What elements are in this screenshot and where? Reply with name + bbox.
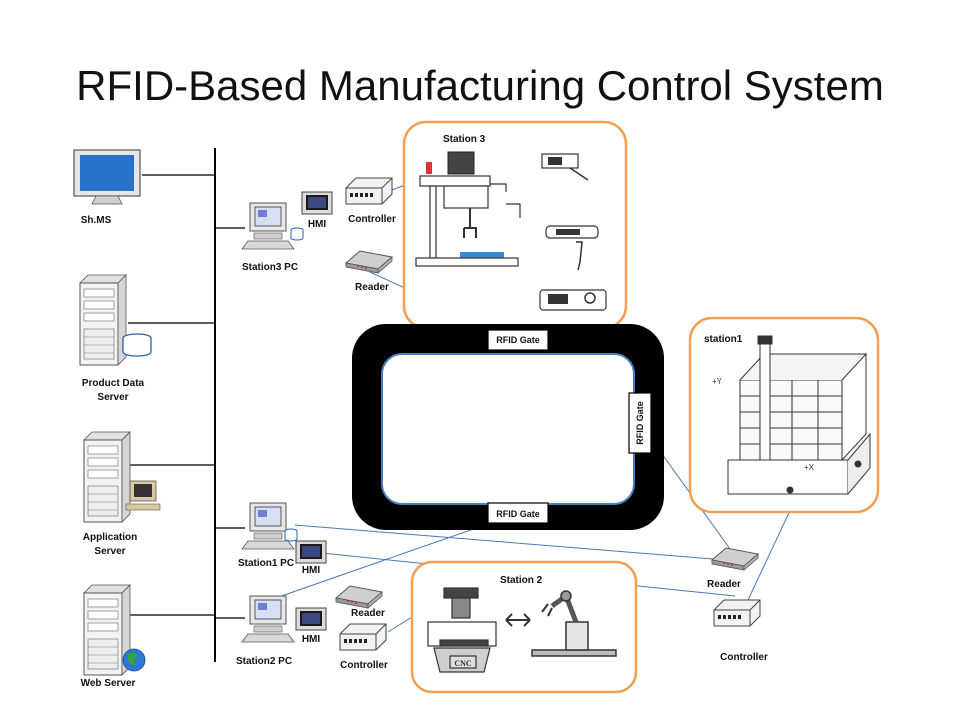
station1-title: station1 [704,334,743,345]
station2-controller-icon [339,623,387,651]
svg-text:RFID Gate: RFID Gate [635,401,645,445]
station3-reader-label: Reader [355,282,389,293]
station3-hmi-label: HMI [308,219,327,230]
shms-monitor [73,149,141,205]
station2-pc-icon [241,595,295,643]
globe-icon [122,648,146,672]
station1-hmi-label: HMI [302,565,321,576]
rfid-gate-right: RFID Gate [628,392,652,454]
station1-pc-icon [241,502,295,550]
station1-hmi-icon [295,540,327,564]
station2-panel: Station 2 CNC [410,560,638,694]
robot-arm-machine [415,151,521,267]
storage-rack: +Y +X [712,335,871,495]
product-data-label-line2: Server [97,392,128,403]
product-data-label-line1: Product Data [82,378,145,389]
svg-text:+Y: +Y [712,377,723,386]
station2-hmi-icon [295,607,327,631]
station3-pc-label: Station3 PC [242,262,298,273]
gauge-tool-icon [541,153,589,181]
web-server-label: Web Server [81,678,136,689]
station1-pc-label: Station1 PC [238,558,294,569]
station3-reader-icon [345,250,393,274]
station1-reader-icon [711,547,759,571]
svg-text:RFID Gate: RFID Gate [496,509,540,519]
station1-reader-label: Reader [707,579,741,590]
station2-title: Station 2 [500,575,543,586]
conveyor-track [352,324,664,530]
slide-title: RFID-Based Manufacturing Control System [76,62,884,109]
shms-label: Sh.MS [81,215,112,226]
screwdriver-tool-icon [545,225,599,271]
cnc-machine [427,587,497,673]
workstation-icon [125,480,161,511]
station2-pc-label: Station2 PC [236,656,292,667]
svg-text:+X: +X [804,463,815,472]
station3-controller-label: Controller [348,214,396,225]
station3-pc-icon [241,202,295,250]
database-icon [122,333,152,357]
application-server-icon [83,431,131,523]
rfid-gate-top: RFID Gate [487,329,549,351]
station3-controller-icon [345,177,393,205]
double-arrow-icon [505,613,531,627]
station3-title: Station 3 [443,134,486,145]
application-label-line1: Application [83,532,137,543]
station2-controller-label: Controller [340,660,388,671]
station3-panel: Station 3 [402,120,628,330]
station2-reader-icon [335,585,383,609]
station2-hmi-label: HMI [302,634,321,645]
station1-controller-label: Controller [720,652,768,663]
cnc-label: CNC [454,659,472,668]
station3-hmi-icon [301,191,333,215]
application-label-line2: Server [94,546,125,557]
product-data-server-icon [79,274,127,366]
database-icon [284,528,298,542]
instrument-icon [539,289,607,311]
robot-arm-icon [531,590,617,657]
station1-controller-icon [713,599,761,627]
rfid-gate-bottom: RFID Gate [487,502,549,524]
svg-text:RFID Gate: RFID Gate [496,335,540,345]
station2-reader-label: Reader [351,608,385,619]
station1-panel: station1 +Y +X [688,316,880,514]
database-icon [290,227,304,241]
